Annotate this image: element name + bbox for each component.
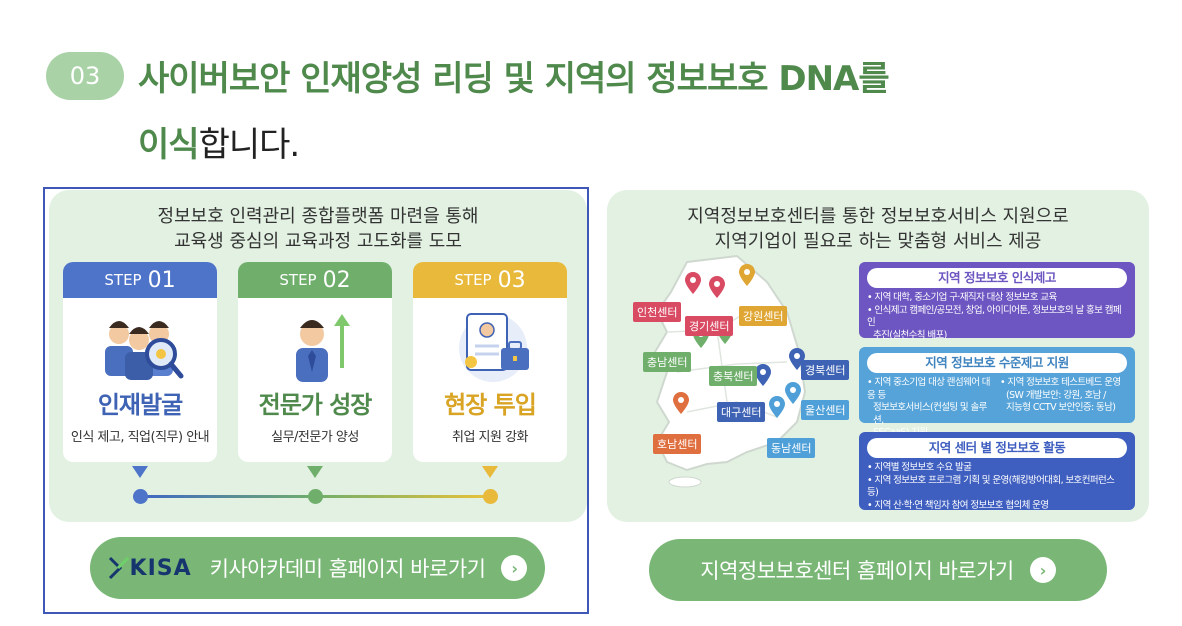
- left-section-frame: [43, 187, 589, 614]
- info-box-title: 지역 정보보호 수준제고 지원: [867, 353, 1127, 373]
- heading-line-2-rest: 합니다.: [198, 125, 301, 165]
- info-line: 추진(실천수칙 배포): [873, 329, 947, 341]
- map-pin-icon: [673, 392, 689, 414]
- chevron-right-icon: ›: [1029, 557, 1056, 583]
- info-line: • 지역별 정보보호 수요 발굴: [867, 462, 972, 473]
- timeline-dot-02: [308, 489, 323, 504]
- right-title-line-2: 지역기업이 필요로 하는 맞춤형 서비스 제공: [714, 231, 1042, 252]
- step-card-03: STEP 03 현장 투입 취업 지원 강화: [413, 262, 567, 462]
- info-col-2: • 지역 정보보호 테스트베드 운영 (SW 개발보안: 강원, 호남 / 지능…: [1000, 377, 1127, 440]
- map-label-honam: 호남센터: [653, 434, 702, 454]
- right-title-line-1: 지역정보보호센터를 통한 정보보호서비스 지원으로: [687, 206, 1069, 227]
- step-main-label: 인재발굴: [97, 391, 183, 419]
- info-line: • 지역 산·학·연 책임자 참여 정보보호 협의체 운영: [867, 499, 1049, 511]
- section-heading: 사이버보안 인재양성 리딩 및 지역의 정보보호 DNA를 이식합니다.: [138, 46, 890, 178]
- info-line: • 지역 중소기업 대상 랜섬웨어 대응 등: [867, 377, 991, 401]
- map-label-gyeonggi: 경기센터: [685, 316, 734, 336]
- step-word: STEP: [104, 271, 142, 289]
- map-pin-icon: [709, 276, 725, 298]
- map-pin-icon: [755, 364, 771, 386]
- map-pin-icon: [769, 396, 785, 418]
- heading-line-2-accent: 이식: [138, 125, 200, 165]
- info-box-title: 지역 정보보호 인식제고: [867, 268, 1127, 288]
- map-label-ulsan: 울산센터: [801, 400, 850, 420]
- info-line: 정보보호서비스(컨설팅 및 솔루션,: [873, 402, 987, 426]
- chevron-right-icon: ›: [501, 555, 528, 581]
- step-01-pointer: [132, 466, 148, 478]
- step-sub-label: 인식 제고, 직업(직무) 안내: [70, 430, 210, 445]
- info-line: • 지역 정보보호 테스트베드 운영: [1000, 377, 1121, 388]
- step-word: STEP: [454, 271, 492, 289]
- info-line: 지능형 CCTV 보안인증: 동남): [1006, 402, 1116, 413]
- info-box-text: • 지역 대학, 중소기업 구·재직자 대상 정보보호 교육 • 인식제고 캠페…: [867, 292, 1127, 342]
- step-main-label: 현장 투입: [444, 391, 537, 419]
- step-sub-label: 실무/전문가 양성: [271, 430, 359, 445]
- step-02-pointer: [307, 466, 323, 478]
- info-box-text: • 지역별 정보보호 수요 발굴 • 지역 정보보호 프로그램 기획 및 운영(…: [867, 462, 1127, 512]
- info-box-center-activities: 지역 센터 별 정보보호 활동 • 지역별 정보보호 수요 발굴 • 지역 정보…: [859, 432, 1135, 512]
- timeline-dot-01: [133, 489, 148, 504]
- step-sub-label: 취업 지원 강화: [451, 430, 529, 445]
- step-card-01: STEP 01 인재발굴 인식 제고, 직업(직무) 안내: [63, 262, 217, 462]
- info-box-level-support: 지역 정보보호 수준제고 지원 • 지역 중소기업 대상 랜섬웨어 대응 등 정…: [859, 347, 1135, 438]
- step-header-01: STEP 01: [63, 262, 217, 298]
- map-pin-icon: [785, 382, 801, 404]
- step-number: 02: [322, 267, 351, 293]
- kisa-academy-link-button[interactable]: KISA 키사아카데미 홈페이지 바로가기 ›: [90, 537, 545, 599]
- kisa-logo: KISA: [108, 556, 192, 581]
- info-line: (SW 개발보안: 강원, 호남 /: [1006, 389, 1106, 401]
- growth-person-icon: [238, 298, 392, 390]
- left-panel-title: 정보보호 인력관리 종합플랫폼 마련을 통해 교육생 중심의 교육과정 고도화를…: [49, 204, 587, 254]
- kisa-logo-text: KISA: [129, 555, 192, 581]
- resume-briefcase-icon: [413, 298, 567, 390]
- right-panel-title: 지역정보보호센터를 통한 정보보호서비스 지원으로 지역기업이 필요로 하는 맞…: [607, 204, 1149, 254]
- map-label-gyeongbuk: 경북센터: [801, 360, 850, 380]
- map-label-chungbuk: 충북센터: [709, 366, 758, 386]
- step-word: STEP: [279, 271, 317, 289]
- talent-search-icon: [63, 298, 217, 390]
- kisa-button-label: 키사아카데미 홈페이지 바로가기: [209, 557, 486, 581]
- korea-map: 인천센터 경기센터 강원센터 충남센터 충북센터 경북센터 대구센터 울산센터 …: [627, 252, 850, 492]
- left-title-line-1: 정보보호 인력관리 종합플랫폼 마련을 통해: [157, 206, 479, 227]
- info-box-title: 지역 센터 별 정보보호 활동: [867, 438, 1127, 458]
- step-card-02: STEP 02 전문가 성장 실무/전문가 양성: [238, 262, 392, 462]
- regional-button-label: 지역정보보호센터 홈페이지 바로가기: [700, 559, 1014, 583]
- info-box-awareness: 지역 정보보호 인식제고 • 지역 대학, 중소기업 구·재직자 대상 정보보호…: [859, 262, 1135, 341]
- info-box-text: • 지역 중소기업 대상 랜섬웨어 대응 등 정보보호서비스(컨설팅 및 솔루션…: [867, 377, 1127, 440]
- step-header-03: STEP 03: [413, 262, 567, 298]
- step-03-pointer: [482, 466, 498, 478]
- map-label-daegu: 대구센터: [717, 402, 766, 422]
- step-main-label: 전문가 성장: [258, 391, 373, 419]
- map-label-dongnam: 동남센터: [767, 438, 816, 458]
- regional-center-link-button[interactable]: 지역정보보호센터 홈페이지 바로가기 ›: [649, 539, 1107, 601]
- regional-center-panel: 지역정보보호센터를 통한 정보보호서비스 지원으로 지역기업이 필요로 하는 맞…: [607, 190, 1149, 522]
- info-line: • 지역 대학, 중소기업 구·재직자 대상 정보보호 교육: [867, 292, 1057, 303]
- map-label-chungnam: 충남센터: [643, 352, 692, 372]
- step-number: 01: [147, 267, 176, 293]
- map-label-incheon: 인천센터: [633, 302, 682, 322]
- section-number-badge: 03: [46, 52, 124, 100]
- map-pin-icon: [685, 272, 701, 294]
- info-col-1: • 지역 중소기업 대상 랜섬웨어 대응 등 정보보호서비스(컨설팅 및 솔루션…: [867, 377, 994, 440]
- heading-line-1: 사이버보안 인재양성 리딩 및 지역의 정보보호 DNA를: [138, 59, 890, 99]
- map-pin-icon: [739, 264, 755, 286]
- info-line: • 지역 정보보호 프로그램 기획 및 운영(해킹방어대회, 보호컨퍼런스 등): [867, 474, 1115, 499]
- step-header-02: STEP 02: [238, 262, 392, 298]
- talent-pipeline-panel: 정보보호 인력관리 종합플랫폼 마련을 통해 교육생 중심의 교육과정 고도화를…: [49, 190, 587, 522]
- left-title-line-2: 교육생 중심의 교육과정 고도화를 도모: [174, 231, 462, 252]
- map-label-gangwon: 강원센터: [739, 306, 788, 326]
- timeline-dot-03: [483, 489, 498, 504]
- step-number: 03: [497, 267, 526, 293]
- info-line: • 인식제고 캠페인/공모전, 창업, 아이디어톤, 정보보호의 날 홍보 캠페…: [867, 304, 1122, 329]
